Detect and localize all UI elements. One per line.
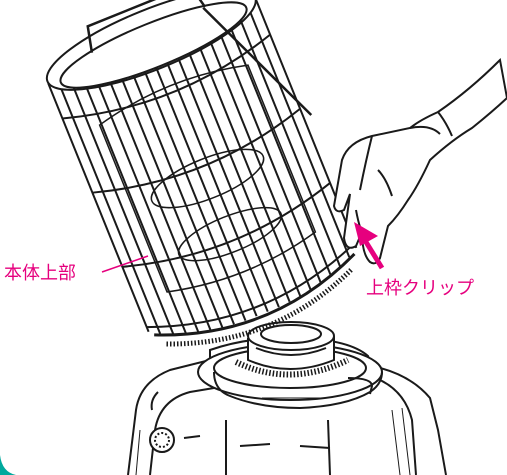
- upper-body-cage: [45, 0, 358, 347]
- base-hatching: [135, 397, 411, 475]
- label-upper-frame-clip: 上枠クリップ: [366, 278, 474, 299]
- burner-base: [127, 321, 447, 475]
- body-upper-leader: [101, 255, 149, 273]
- corner-accent: [0, 455, 16, 475]
- label-body-upper: 本体上部: [4, 263, 76, 284]
- clip-arrow: [354, 222, 385, 270]
